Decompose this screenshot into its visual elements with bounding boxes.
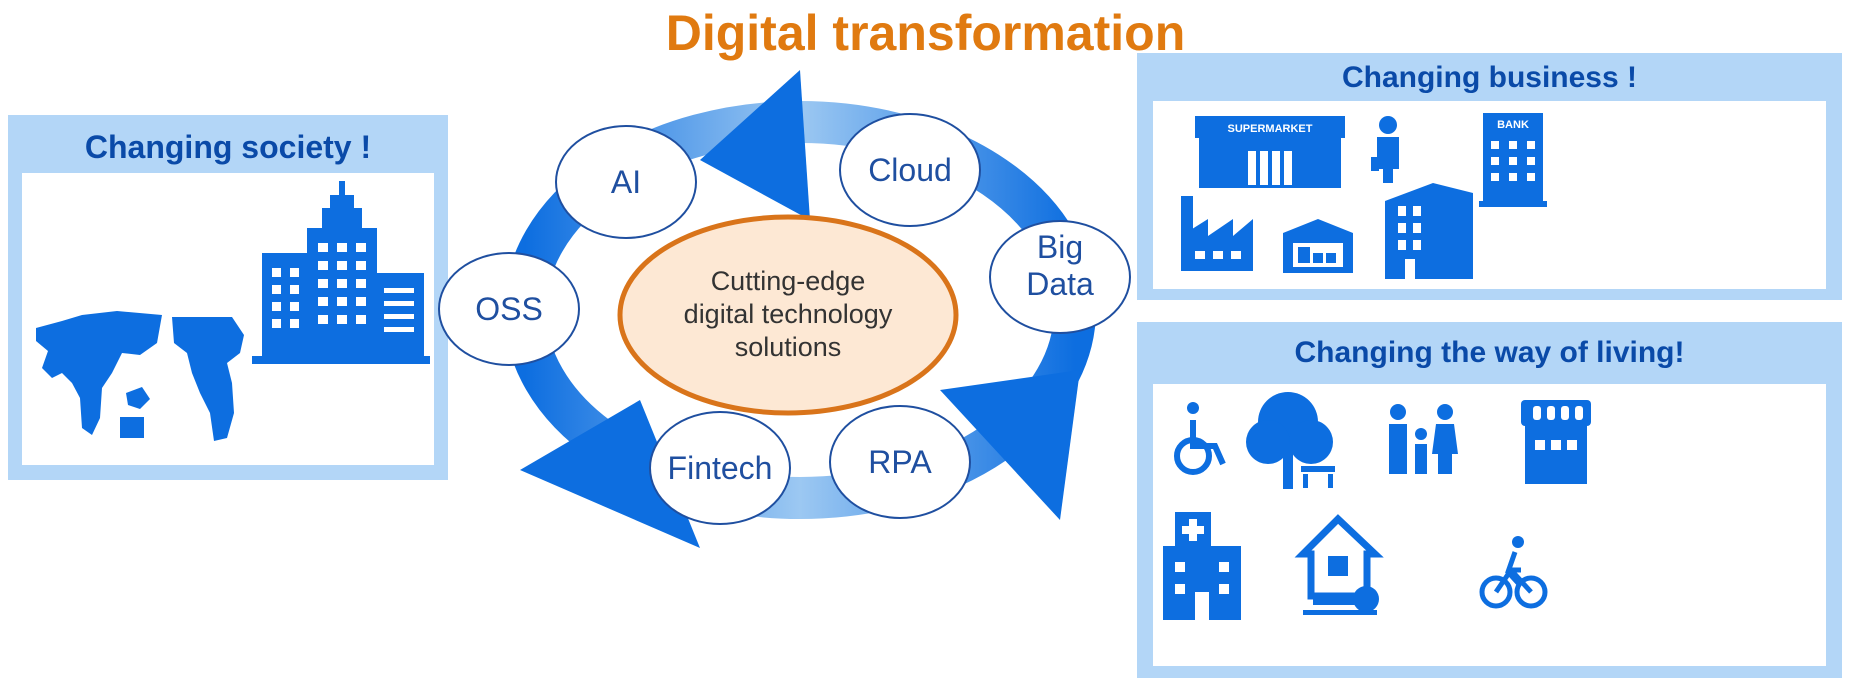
technology-cycle-diagram: Cutting-edge digital technology solution… — [504, 70, 1131, 548]
node-oss-svg: OSS — [438, 252, 580, 366]
office-building-icon — [1385, 183, 1473, 279]
bank-sign: BANK — [1497, 119, 1529, 131]
factory-icon — [1181, 196, 1253, 271]
living-panel-content — [1153, 384, 1826, 666]
center-line-2: digital technology — [684, 299, 893, 329]
business-panel: Changing business ! SUPERMARKET BANK — [1137, 53, 1842, 300]
arrowhead-bottom-left — [520, 400, 700, 548]
center-solutions: Cutting-edge digital technology solution… — [617, 214, 959, 416]
house-icon — [1294, 514, 1384, 615]
node-fintech: Fintech — [649, 411, 791, 525]
living-panel: Changing the way of living! — [1137, 322, 1842, 678]
page-title: Digital transformation — [665, 5, 1186, 61]
node-fintech-label: Fintech — [668, 450, 773, 486]
warehouse-icon — [1283, 219, 1353, 273]
supermarket-sign: SUPERMARKET — [1228, 123, 1313, 135]
center-line-1: Cutting-edge — [711, 266, 866, 296]
society-panel-content — [22, 173, 434, 465]
node-cloud: Cloud — [839, 113, 981, 227]
society-panel-title: Changing society ! — [84, 129, 372, 165]
arrowhead-bottom-right — [940, 370, 1080, 520]
node-big-data-label-2: Data — [1026, 266, 1094, 302]
world-map-icon — [36, 311, 244, 441]
cyclist-icon — [1479, 536, 1548, 609]
business-panel-title: Changing business ! — [1341, 61, 1638, 94]
park-tree-bench-icon — [1246, 392, 1335, 489]
supermarket-icon: SUPERMARKET — [1195, 116, 1345, 188]
arrowhead-top — [700, 70, 810, 220]
businessman-icon — [1371, 116, 1399, 183]
wheelchair-icon — [1174, 402, 1226, 475]
node-big-data: Big Data — [989, 220, 1131, 334]
node-cloud-label: Cloud — [868, 152, 952, 188]
shop-icon — [1521, 400, 1591, 484]
node-rpa: RPA — [829, 405, 971, 519]
center-line-3: solutions — [735, 332, 842, 362]
city-buildings-icon — [252, 181, 430, 364]
node-rpa-label: RPA — [868, 444, 932, 480]
hospital-icon — [1163, 512, 1241, 620]
node-oss-label: OSS — [475, 291, 543, 327]
living-panel-title: Changing the way of living! — [1294, 336, 1685, 369]
business-panel-content: SUPERMARKET BANK — [1153, 101, 1826, 289]
family-icon — [1389, 404, 1458, 474]
node-big-data-label-1: Big — [1037, 229, 1083, 265]
node-ai: AI — [555, 125, 697, 239]
bank-icon: BANK — [1479, 113, 1547, 207]
node-ai-label: AI — [611, 164, 641, 200]
society-panel: Changing society ! — [8, 115, 448, 480]
